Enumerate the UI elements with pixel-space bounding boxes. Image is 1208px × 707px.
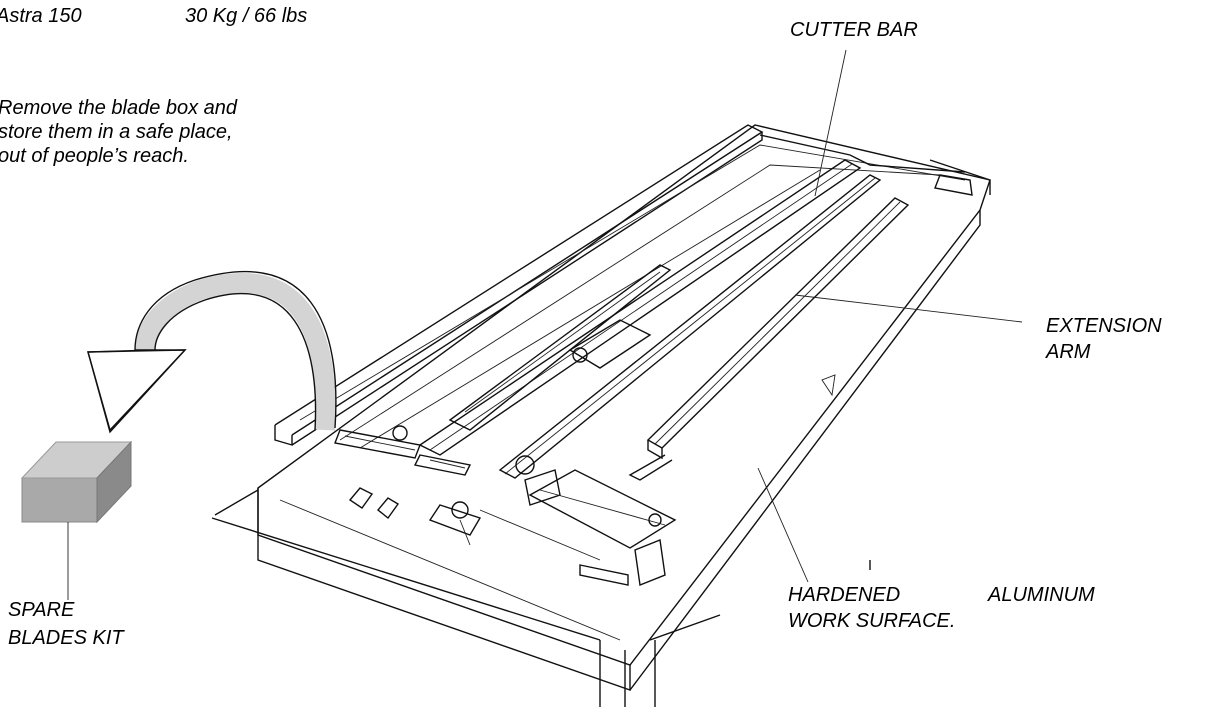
blade-guide — [448, 264, 672, 431]
label-spare-blades-2: BLADES KIT — [8, 627, 124, 649]
extension-arm — [628, 197, 910, 481]
clamps — [334, 319, 677, 586]
table — [211, 159, 991, 707]
label-work-surface-2: WORK SURFACE. — [788, 610, 956, 632]
label-extension-arm-2: ARM — [1046, 341, 1091, 363]
leader-lines — [67, 49, 1023, 600]
removal-arrow — [87, 270, 337, 434]
model-name: Astra 150 — [0, 5, 82, 27]
label-spare-blades-1: SPARE — [8, 599, 75, 621]
spare-blades-box — [20, 440, 133, 524]
label-cutter-bar: CUTTER BAR — [790, 19, 918, 41]
label-extension-arm-1: EXTENSION — [1046, 315, 1162, 337]
weight-spec: 30 Kg / 66 lbs — [185, 5, 308, 27]
frame-rails — [274, 124, 973, 449]
cutter-bar — [418, 159, 882, 479]
safety-note-line: Remove the blade box and — [0, 97, 238, 119]
safety-note-line: store them in a safe place, — [0, 121, 233, 143]
work-surface — [257, 124, 991, 691]
label-work-surface-1b: ALUMINUM — [988, 584, 1095, 606]
safety-note-line: out of people’s reach. — [0, 145, 189, 167]
label-work-surface-1a: HARDENED — [788, 584, 901, 606]
